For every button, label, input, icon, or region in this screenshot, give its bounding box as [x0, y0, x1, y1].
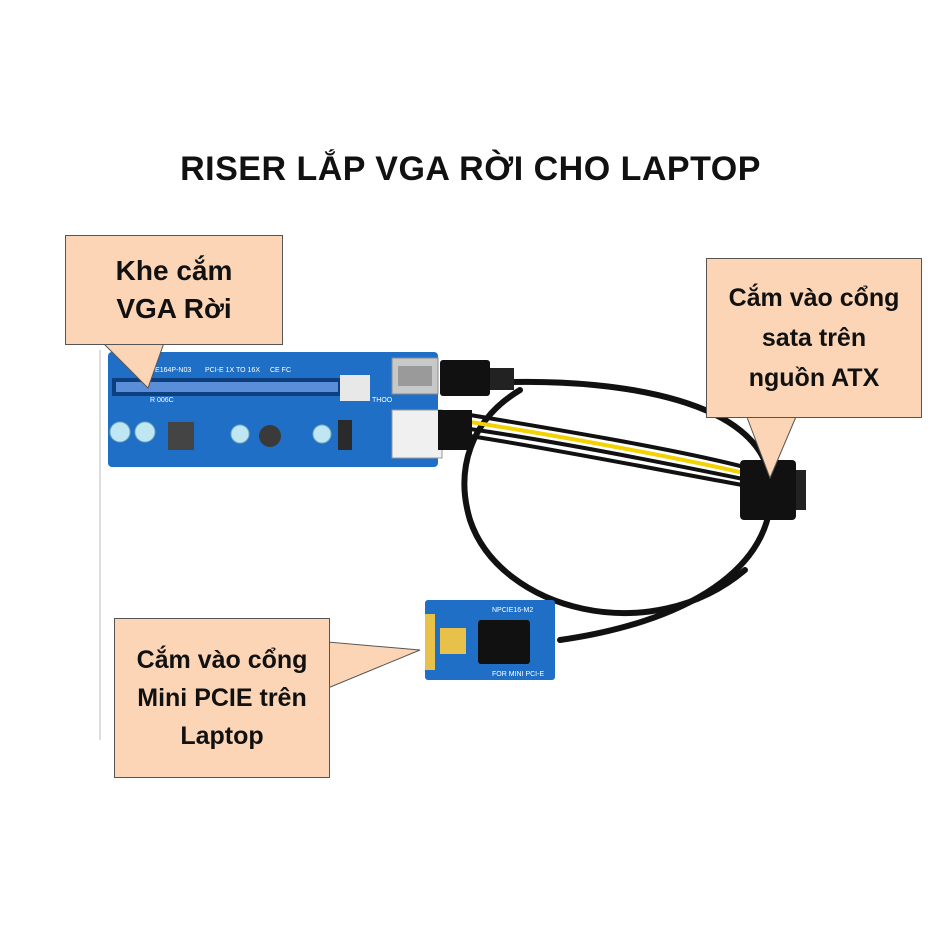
- riser-version-label: R 006C: [150, 397, 174, 404]
- callout-line: Cắm vào cổng: [728, 284, 900, 312]
- riser-side-label: THOO: [372, 397, 393, 404]
- riser-marks-label: CE FC: [270, 367, 291, 374]
- adapter-bottom-label: FOR MINI PCI-E: [492, 671, 544, 678]
- riser-interface-label: PCI-E 1X TO 16X: [205, 367, 260, 374]
- callout-line: Cắm vào cổng: [136, 646, 308, 674]
- sata-power-connector: [740, 460, 806, 520]
- adapter-top-label: NPCIE16-M2: [492, 607, 533, 614]
- callout-line: sata trên: [761, 324, 867, 352]
- usb-plug-adapter: [478, 620, 530, 664]
- sata-power-cable: [468, 413, 750, 488]
- callout-sata-power: Cắm vào cổng sata trên nguồn ATX: [706, 258, 922, 418]
- callout-mini-pcie: Cắm vào cổng Mini PCIE trên Laptop: [114, 618, 330, 778]
- power-connector: [391, 409, 443, 459]
- callout-line: Mini PCIE trên: [137, 684, 307, 712]
- riser-model-label: CE164P-N03: [150, 367, 191, 374]
- callout-pointer-mini-pcie: [327, 641, 421, 689]
- callout-line: nguồn ATX: [748, 364, 880, 392]
- six-pin-plug: [438, 410, 472, 450]
- riser-board: CE164P-N03 R 006C PCI-E 1X TO 16X CE FC …: [108, 352, 443, 467]
- callout-vga-slot: Khe cắm VGA Rời: [65, 235, 283, 345]
- callout-line: Khe cắm: [115, 255, 233, 286]
- mini-pcie-adapter: NPCIE16-M2 FOR MINI PCI-E: [425, 600, 555, 680]
- callout-line: VGA Rời: [116, 293, 232, 324]
- page-title: RISER LẮP VGA RỜI CHO LAPTOP: [180, 150, 761, 188]
- usb-plug-riser: [440, 360, 490, 396]
- callout-line: Laptop: [180, 722, 264, 750]
